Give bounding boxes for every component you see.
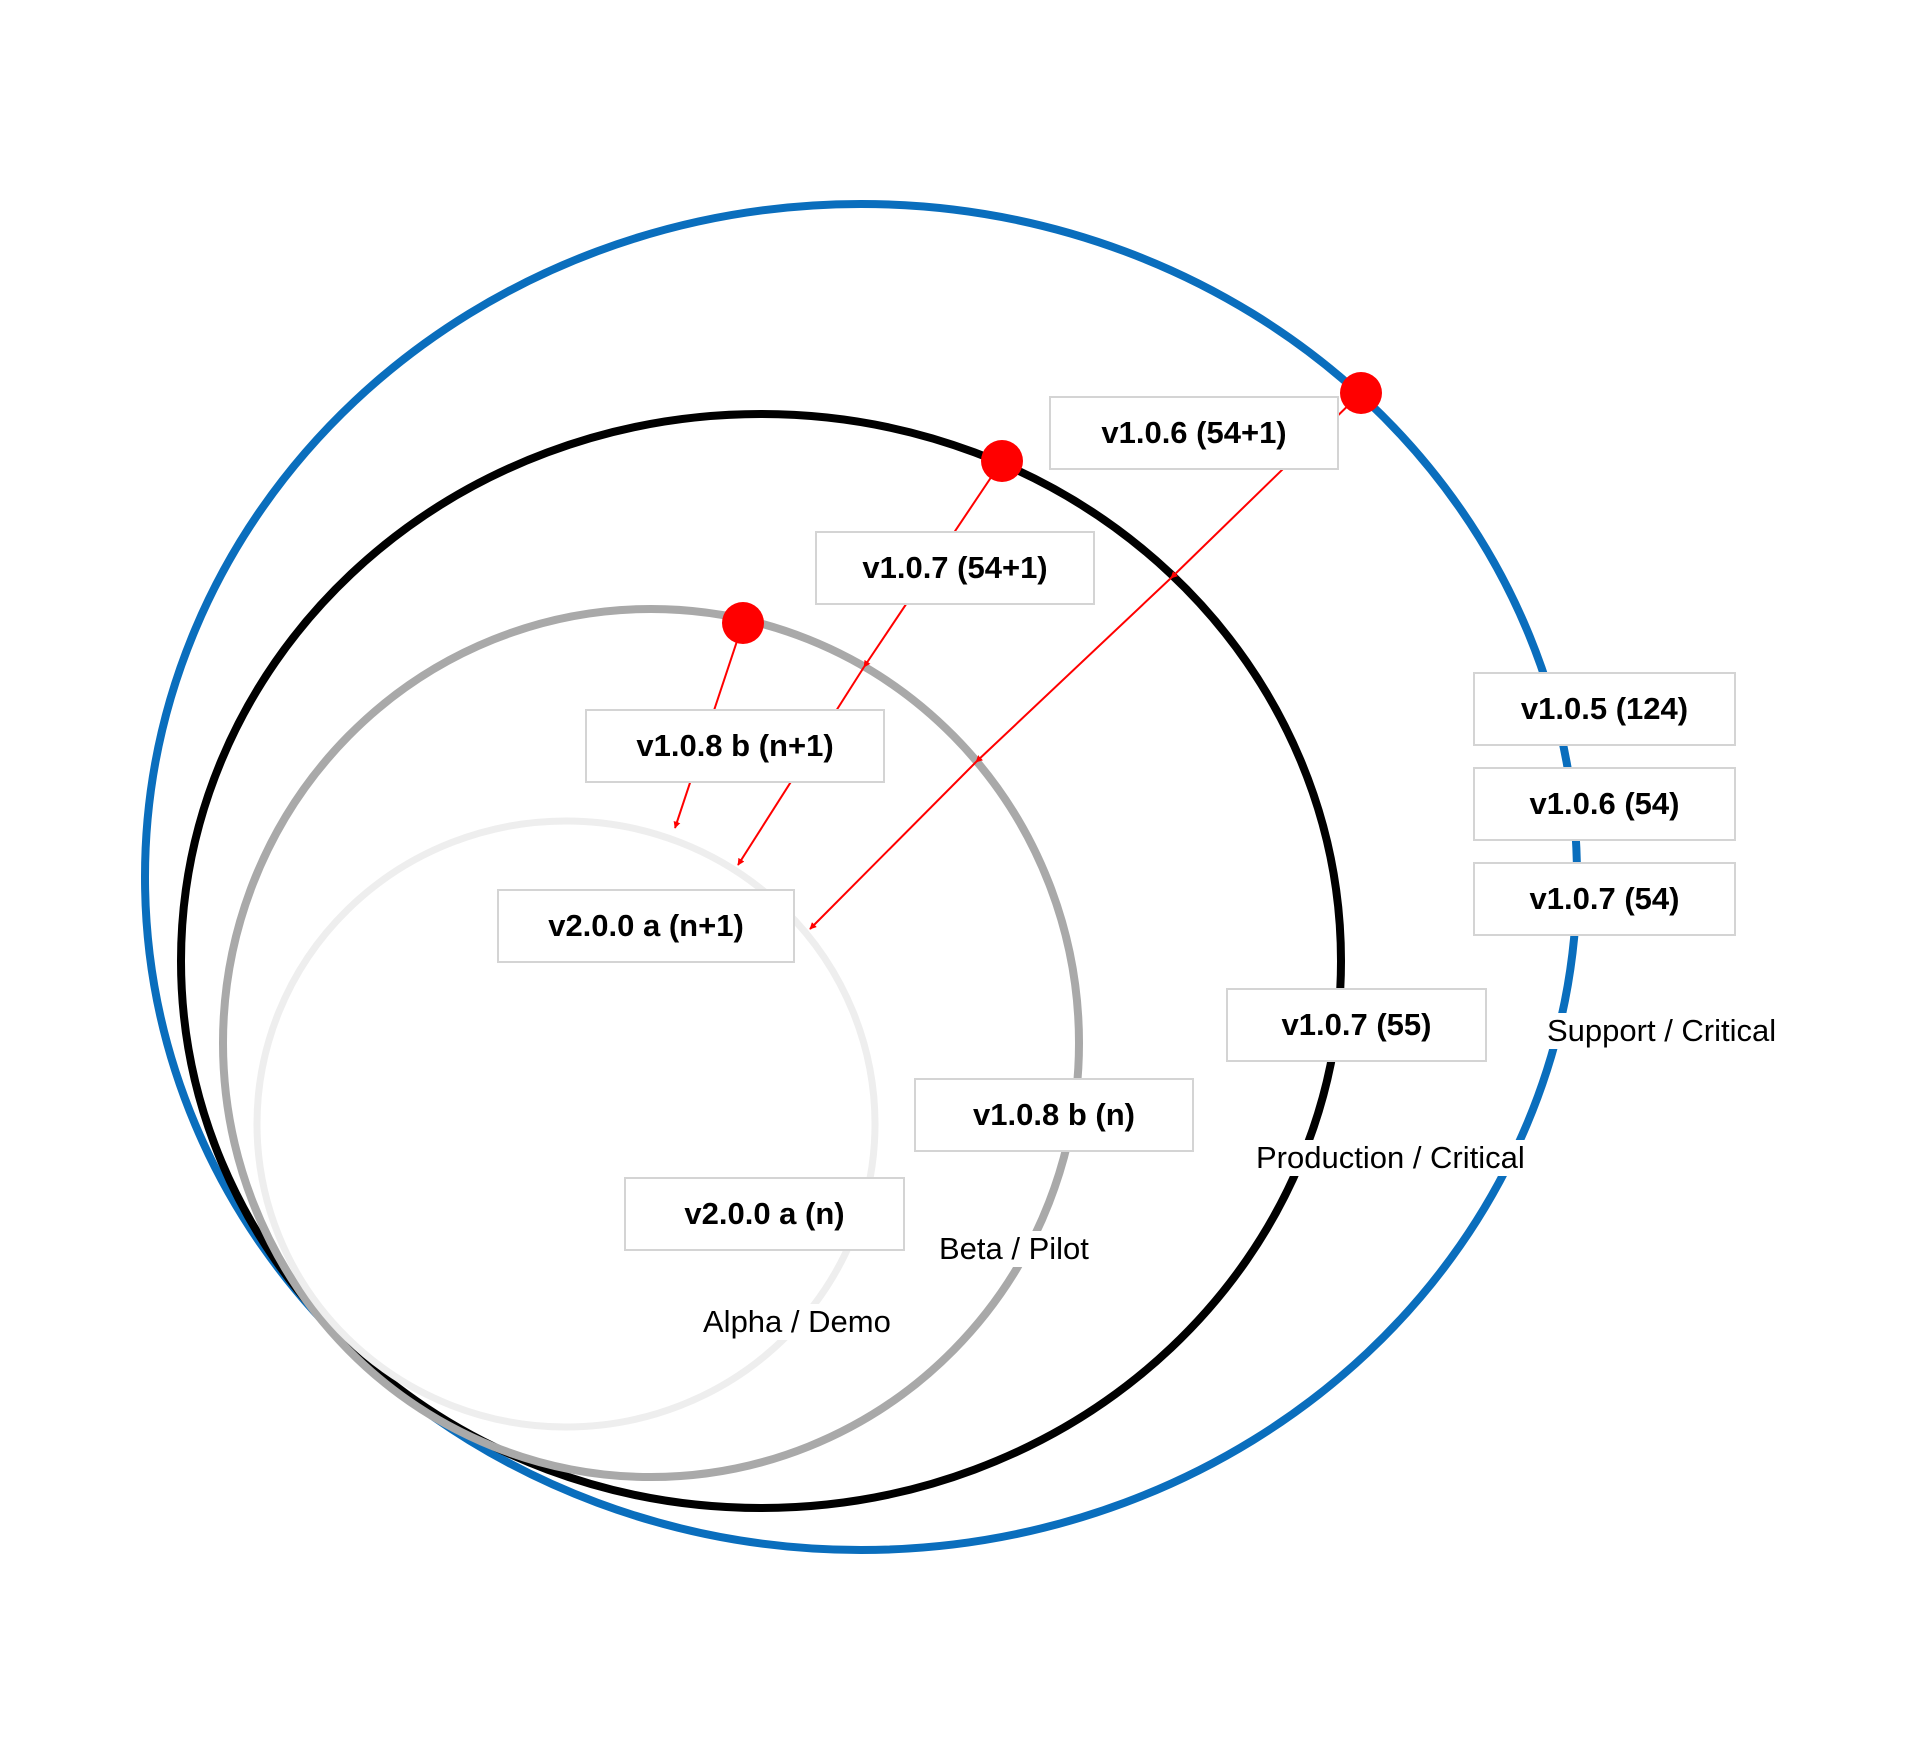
production-version-v107: v1.0.7 (55) — [1226, 988, 1487, 1062]
beta-version-v108: v1.0.8 b (n) — [914, 1078, 1194, 1152]
arrow-v106-to-alpha — [809, 761, 977, 930]
transition-box-v108: v1.0.8 b (n+1) — [585, 709, 885, 783]
support-version-v106: v1.0.6 (54) — [1473, 767, 1736, 841]
transition-box-v200: v2.0.0 a (n+1) — [497, 889, 795, 963]
arrow-v106-to-beta — [975, 577, 1172, 763]
support-version-v105: v1.0.5 (124) — [1473, 672, 1736, 746]
support-ring-label: Support / Critical — [1545, 1013, 1779, 1049]
production-ring-label: Production / Critical — [1254, 1140, 1527, 1176]
alpha-ring-label: Alpha / Demo — [701, 1304, 893, 1340]
beta-release-dot — [722, 602, 764, 644]
beta-ring — [219, 605, 1083, 1481]
alpha-ring — [253, 817, 879, 1431]
production-ring — [177, 410, 1345, 1512]
alpha-version-v200: v2.0.0 a (n) — [624, 1177, 905, 1251]
beta-ring-label: Beta / Pilot — [937, 1231, 1091, 1267]
support-release-dot — [1340, 372, 1382, 414]
transition-box-v106: v1.0.6 (54+1) — [1049, 396, 1339, 470]
support-version-v107: v1.0.7 (54) — [1473, 862, 1736, 936]
transition-box-v107: v1.0.7 (54+1) — [815, 531, 1095, 605]
production-release-dot — [981, 440, 1023, 482]
